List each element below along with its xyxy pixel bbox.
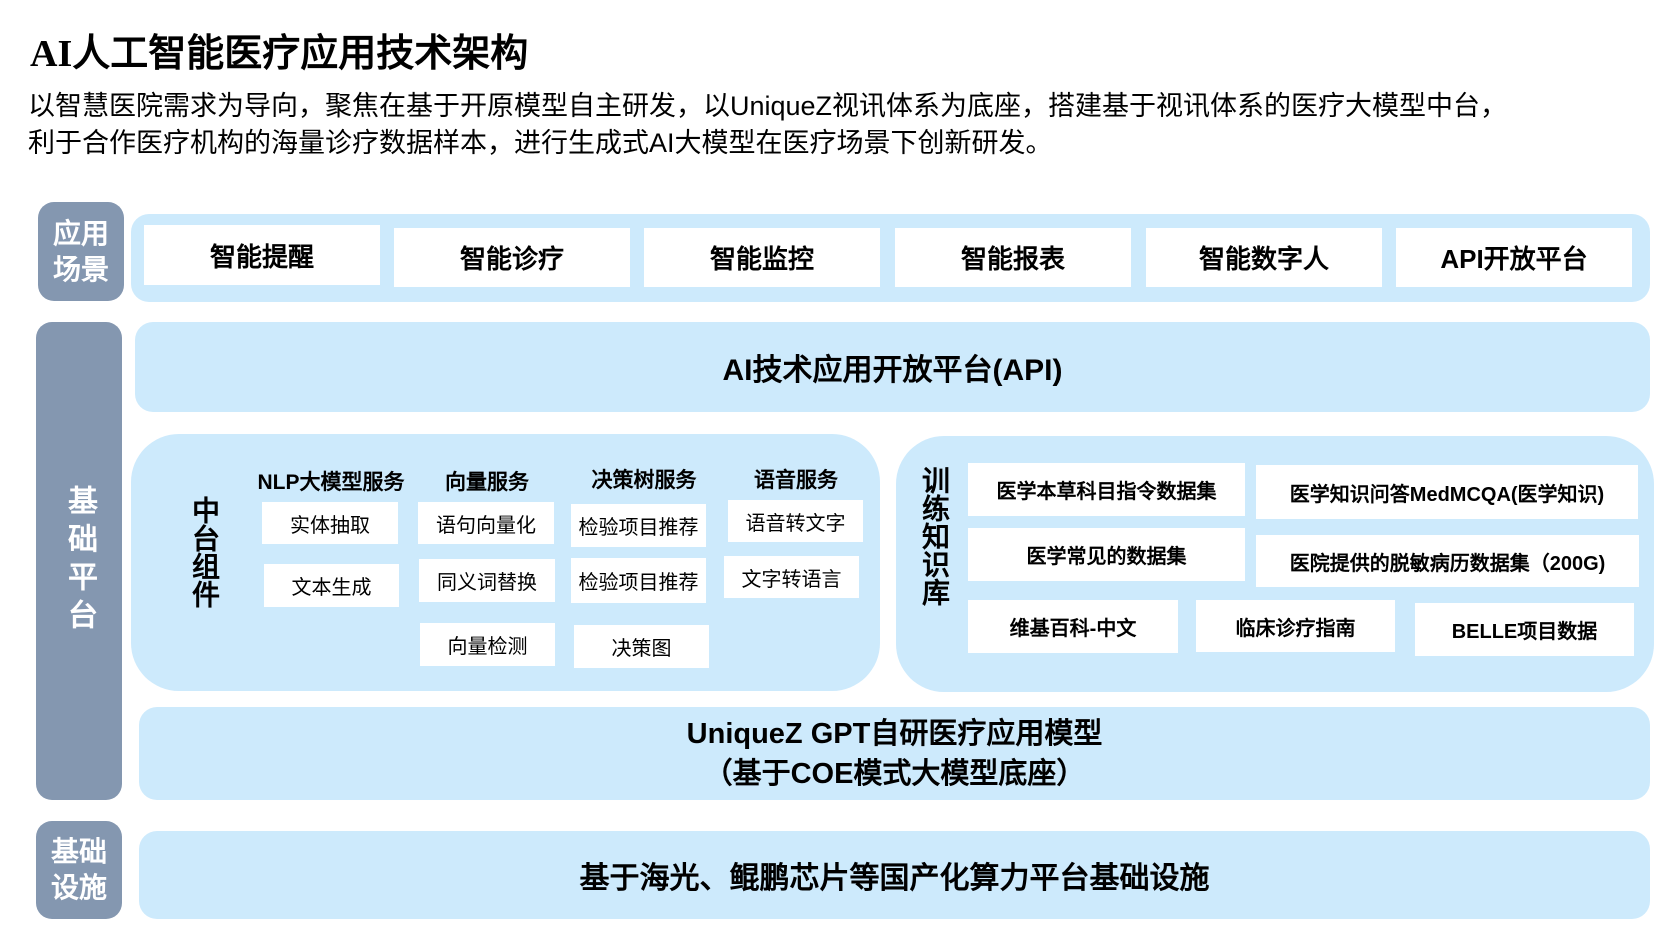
app-item: API开放平台 (1396, 228, 1632, 287)
dataset-item: 医学知识问答MedMCQA(医学知识) (1256, 465, 1638, 519)
dataset-item: 临床诊疗指南 (1196, 600, 1395, 652)
gpt-model-title: UniqueZ GPT自研医疗应用模型 (686, 717, 1103, 750)
application-layer-label: 应用 场景 (38, 202, 124, 301)
middleware-label: 中台组件 (189, 496, 220, 608)
page-title: AI人工智能医疗应用技术架构 (30, 33, 529, 75)
subtitle-line-1: 以智慧医院需求为导向，聚焦在基于开原模型自主研发，以UniqueZ视讯体系为底座… (28, 91, 1508, 121)
component-item: 检验项目推荐 (571, 504, 706, 547)
app-item: 智能数字人 (1146, 228, 1382, 287)
infrastructure-layer-label: 基础 设施 (36, 821, 122, 919)
column-header: 决策树服务 (591, 469, 697, 492)
app-item: 智能报表 (895, 228, 1131, 287)
component-item: 向量检测 (420, 623, 555, 666)
component-item: 语句向量化 (418, 502, 554, 544)
component-item: 决策图 (574, 625, 709, 668)
column-header: 向量服务 (445, 471, 529, 494)
dataset-item: BELLE项目数据 (1415, 603, 1634, 656)
dataset-item: 医学本草科目指令数据集 (968, 463, 1245, 516)
component-item: 文字转语言 (724, 556, 859, 598)
api-platform-bar: AI技术应用开放平台(API) (135, 322, 1650, 412)
infrastructure-bar: 基于海光、鲲鹏芯片等国产化算力平台基础设施 (139, 831, 1650, 919)
dataset-item: 医院提供的脱敏病历数据集（200G) (1256, 535, 1639, 587)
platform-layer-label: 基础平台 (36, 322, 122, 800)
dataset-item: 医学常见的数据集 (968, 528, 1245, 581)
component-item: 语音转文字 (728, 500, 863, 542)
gpt-model-subtitle: （基于COE模式大模型底座） (703, 757, 1086, 790)
knowledge-base-label: 训练知识库 (919, 466, 950, 606)
dataset-item: 维基百科-中文 (968, 600, 1178, 653)
app-item: 智能提醒 (144, 225, 380, 285)
column-header: 语音服务 (754, 469, 838, 492)
component-item: 同义词替换 (419, 559, 555, 602)
column-header: NLP大模型服务 (257, 471, 405, 494)
gpt-model-bar: UniqueZ GPT自研医疗应用模型 （基于COE模式大模型底座） (139, 707, 1650, 800)
app-item: 智能监控 (644, 228, 880, 287)
component-item: 文本生成 (264, 564, 399, 607)
app-item: 智能诊疗 (394, 228, 630, 287)
component-item: 检验项目推荐 (571, 558, 706, 603)
subtitle-line-2: 利于合作医疗机构的海量诊疗数据样本，进行生成式AI大模型在医疗场景下创新研发。 (28, 128, 1053, 158)
component-item: 实体抽取 (262, 502, 398, 544)
